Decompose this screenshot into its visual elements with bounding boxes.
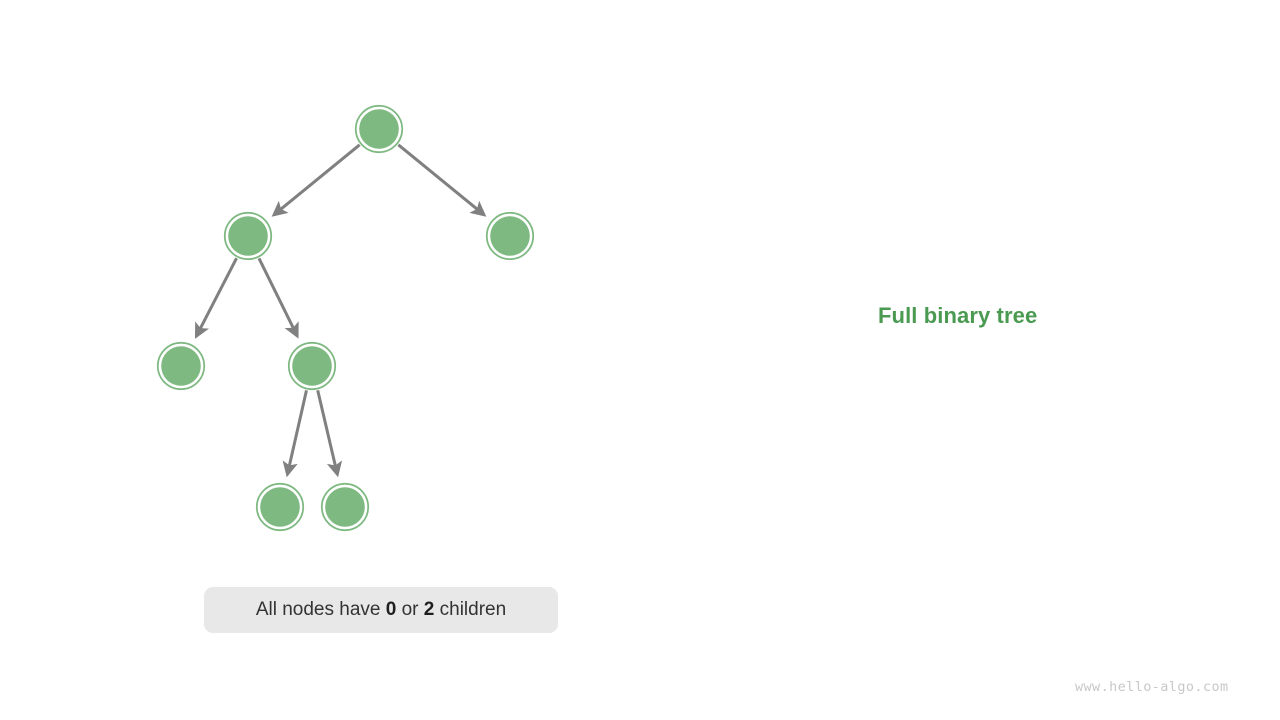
tree-node-ring — [320, 482, 370, 532]
tree-node-fill — [292, 346, 332, 386]
tree-node-ring — [354, 104, 404, 154]
site-watermark: www.hello-algo.com — [1075, 679, 1229, 695]
caption-bold-zero: 0 — [385, 599, 397, 620]
tree-node[interactable] — [223, 211, 273, 261]
tree-node[interactable] — [287, 341, 337, 391]
tree-node-gap — [487, 213, 533, 259]
tree-node-gap — [225, 213, 271, 259]
tree-node[interactable] — [485, 211, 535, 261]
tree-node-ring — [255, 482, 305, 532]
tree-node-fill — [161, 346, 201, 386]
tree-node-fill — [325, 487, 365, 527]
tree-node[interactable] — [255, 482, 305, 532]
tree-node-ring — [223, 211, 273, 261]
tree-edge — [316, 389, 343, 478]
tree-node-fill — [228, 216, 268, 256]
tree-edge — [282, 390, 308, 478]
tree-node-ring — [485, 211, 535, 261]
tree-node-gap — [289, 343, 335, 389]
caption-middle: or — [396, 599, 424, 620]
tree-node-gap — [356, 106, 402, 152]
caption-bold-two: 2 — [423, 599, 435, 620]
tree-edge — [257, 257, 299, 339]
caption-suffix: children — [434, 599, 507, 620]
tree-node-gap — [257, 484, 303, 530]
tree-node-ring — [287, 341, 337, 391]
tree-edge — [397, 143, 487, 217]
tree-node-fill — [359, 109, 399, 149]
tree-edge — [271, 143, 361, 217]
tree-node[interactable] — [156, 341, 206, 391]
tree-node-fill — [490, 216, 530, 256]
tree-edge — [194, 257, 238, 339]
caption-prefix: All nodes have — [255, 599, 386, 620]
tree-node-ring — [156, 341, 206, 391]
caption-badge: All nodes have 0 or 2 children — [204, 587, 558, 633]
tree-node-gap — [158, 343, 204, 389]
tree-node-fill — [260, 487, 300, 527]
page-title: Full binary tree — [878, 303, 1038, 328]
tree-node-gap — [322, 484, 368, 530]
tree-node-layer — [156, 104, 535, 532]
tree-edge-layer — [194, 143, 487, 478]
tree-node[interactable] — [354, 104, 404, 154]
tree-node[interactable] — [320, 482, 370, 532]
